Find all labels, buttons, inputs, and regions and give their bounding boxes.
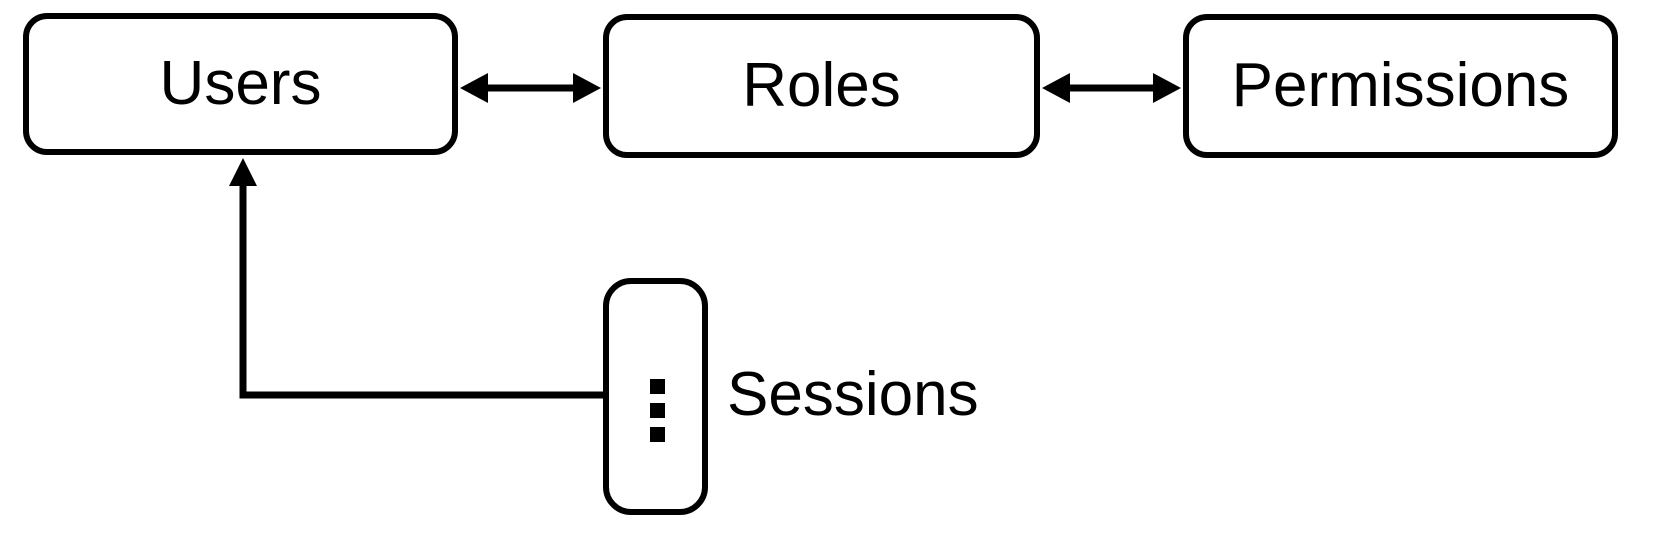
edge-roles-permissions-double-arrow [1042,73,1181,103]
node-sessions [603,278,708,515]
vertical-ellipsis-icon [650,379,665,442]
node-roles-label: Roles [742,51,901,120]
ellipsis-dot [650,379,665,394]
ellipsis-dot [650,427,665,442]
ellipsis-dot [650,403,665,418]
sessions-label: Sessions [727,360,979,429]
edge-users-roles-double-arrow [460,73,601,103]
node-users-label: Users [159,49,322,118]
node-roles: Roles [603,14,1040,158]
node-users: Users [23,13,458,155]
node-permissions-label: Permissions [1231,51,1570,120]
node-permissions: Permissions [1183,14,1618,158]
edge-sessions-users-arrow [229,158,603,399]
